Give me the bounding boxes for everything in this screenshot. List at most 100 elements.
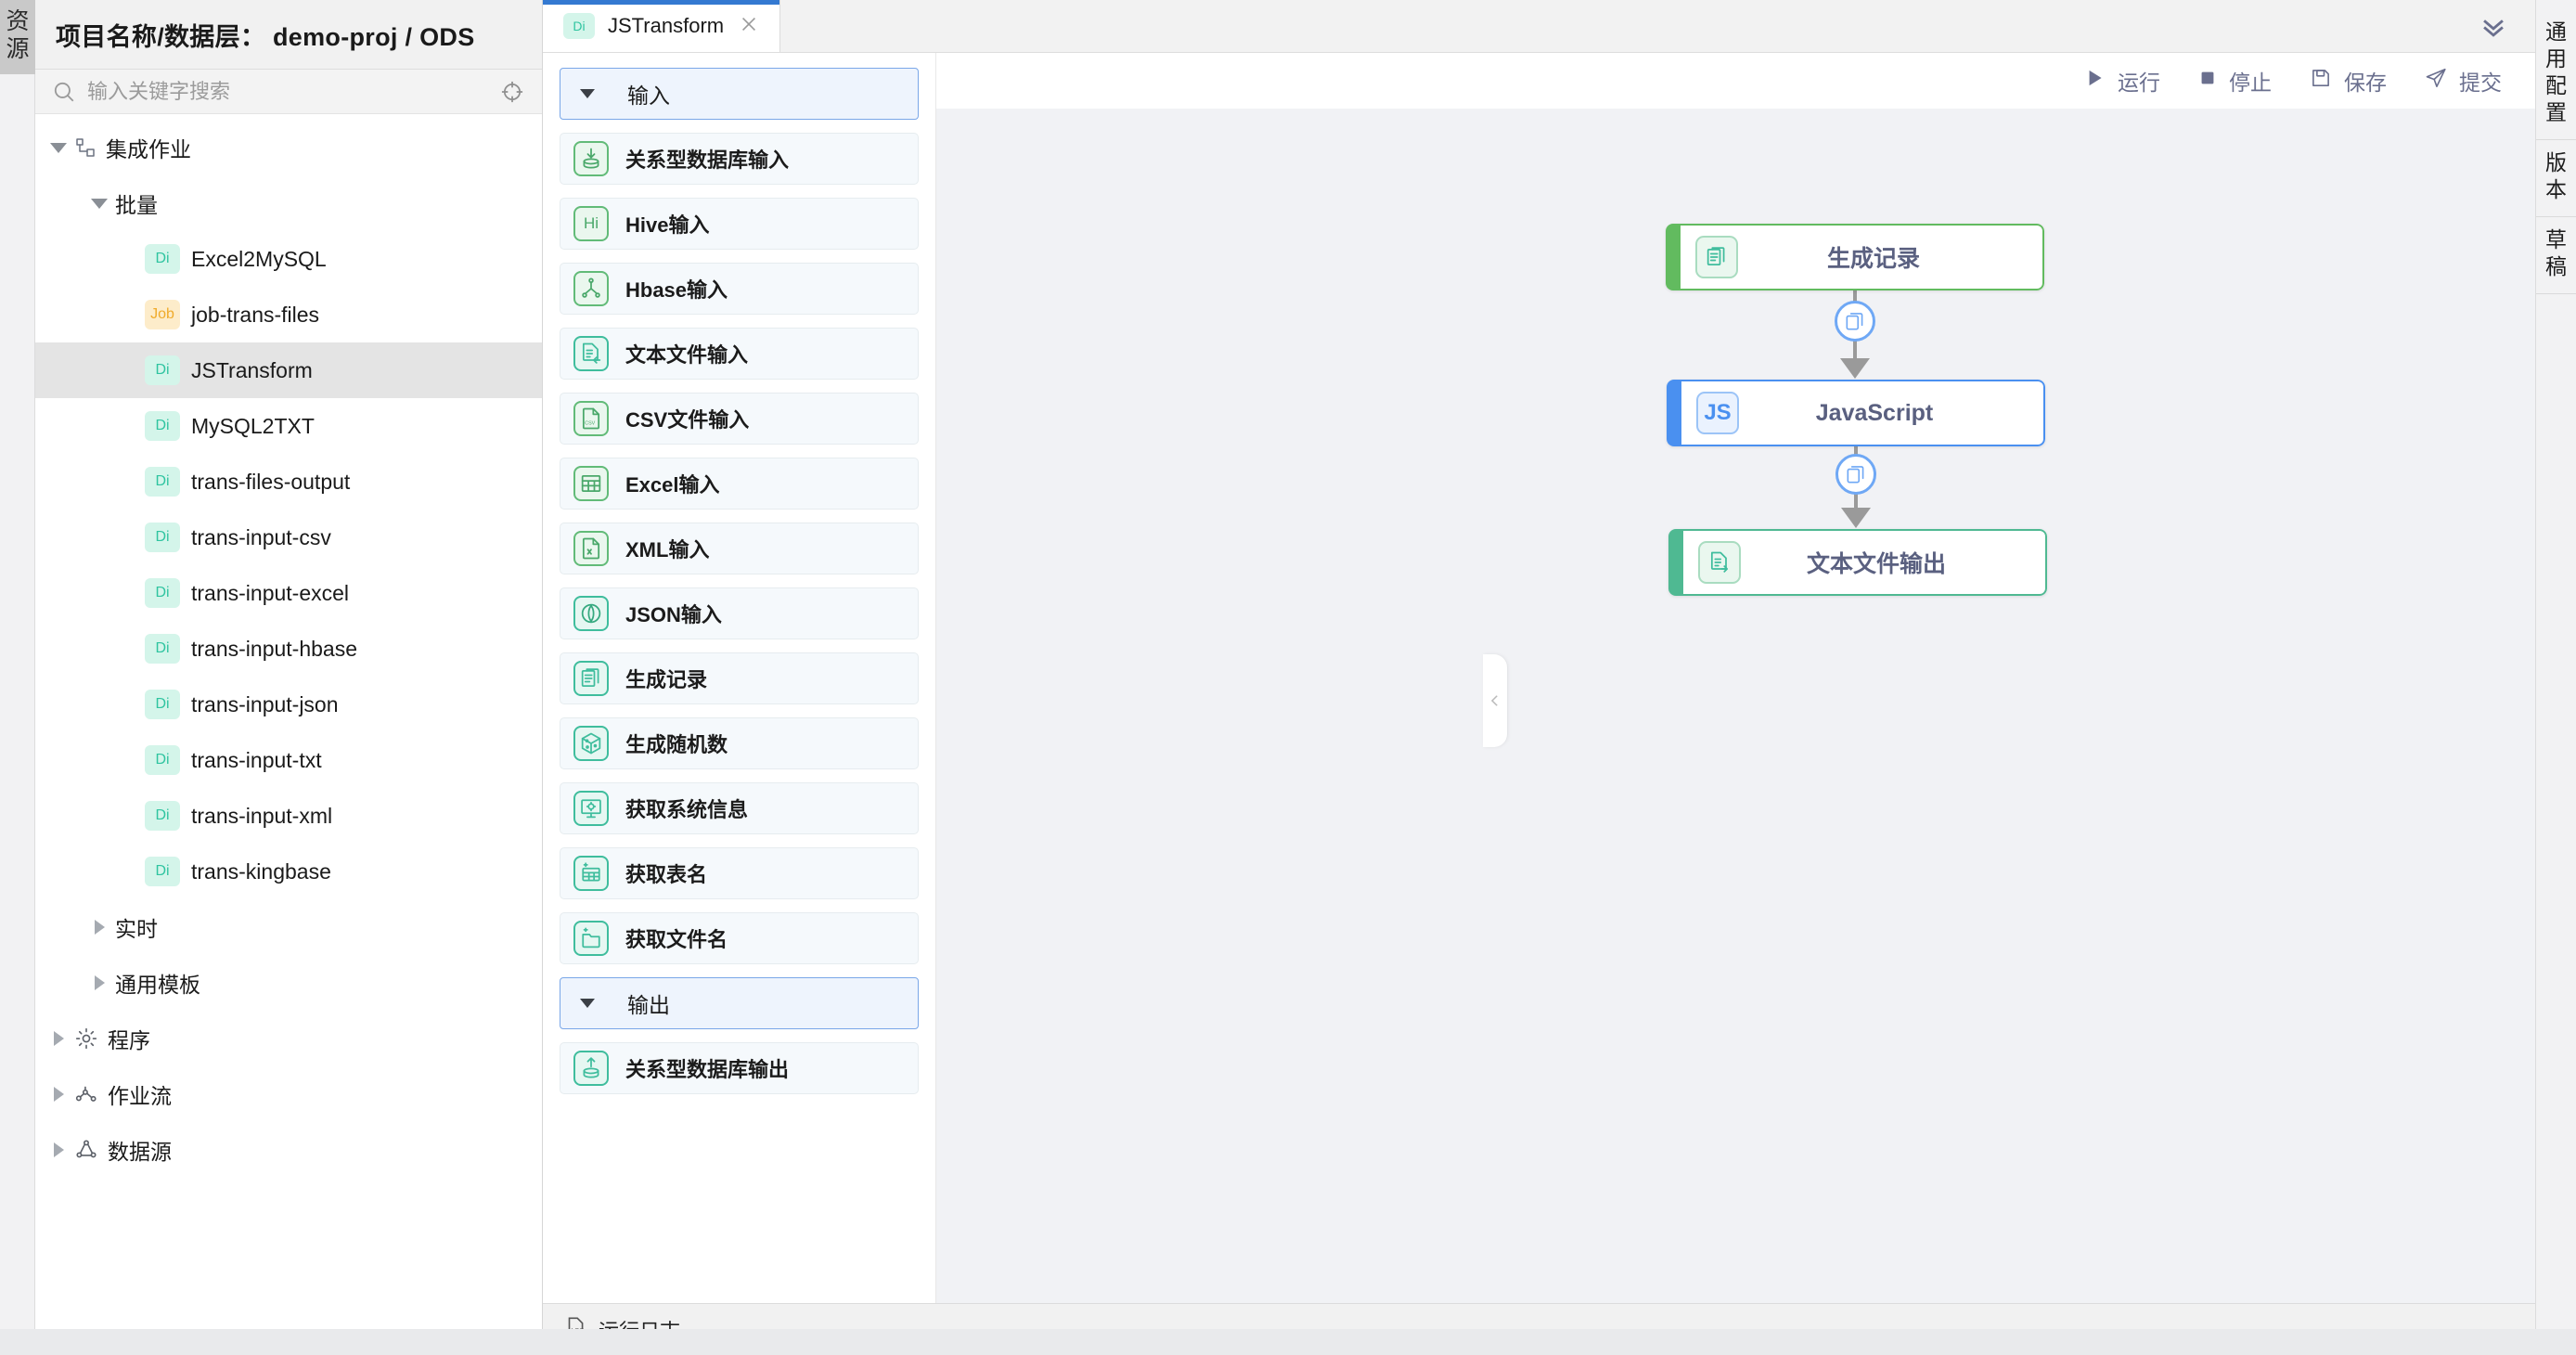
- palette-group-header-output[interactable]: 输出: [560, 977, 919, 1029]
- caret-right-icon[interactable]: [48, 1140, 69, 1160]
- caret-down-icon[interactable]: [48, 137, 69, 158]
- palette-item-label: 文本文件输入: [625, 343, 749, 367]
- toolbar-button-label: 保存: [2344, 71, 2387, 95]
- node-body: 文本文件输出: [1683, 529, 2047, 596]
- tree-item-badge: Di: [145, 244, 180, 274]
- palette-item-json[interactable]: JSON输入: [560, 587, 919, 639]
- tree-item-label: Excel2MySQL: [191, 246, 327, 271]
- tree-item-label: MySQL2TXT: [191, 413, 315, 438]
- tree-item-label: trans-kingbase: [191, 858, 331, 884]
- canvas-node-text-file-out[interactable]: 文本文件输出: [1668, 529, 2047, 596]
- palette-item-dice[interactable]: 生成随机数: [560, 717, 919, 769]
- double-chevron-down-icon[interactable]: [2452, 0, 2535, 52]
- tree-item-badge: Di: [145, 690, 180, 719]
- search-input[interactable]: [87, 79, 488, 104]
- toolbar-button-submit-paperplane[interactable]: 提交: [2424, 65, 2502, 97]
- canvas-toolbar: 运行 停止 保存 提交: [936, 53, 2535, 109]
- tree-item-excel2mysql[interactable]: Di Excel2MySQL: [35, 231, 542, 287]
- palette-item-system-info[interactable]: 获取系统信息: [560, 782, 919, 834]
- submit-paperplane-icon: [2424, 66, 2448, 96]
- caret-down-icon[interactable]: [577, 84, 598, 104]
- palette-item-xml-file[interactable]: XML输入: [560, 523, 919, 574]
- left-rail-tab-resources[interactable]: 资源: [0, 0, 35, 74]
- left-rail-tab-label: 资源: [6, 8, 30, 62]
- palette-item-hbase[interactable]: Hbase输入: [560, 263, 919, 315]
- tree-item-mysql2txt[interactable]: Di MySQL2TXT: [35, 398, 542, 454]
- tree-item--[interactable]: 批量: [35, 175, 542, 231]
- tree-item--[interactable]: 作业流: [35, 1066, 542, 1122]
- palette-item-database-upload[interactable]: 关系型数据库输出: [560, 1042, 919, 1094]
- xml-file-icon: [573, 531, 609, 566]
- tree-item--[interactable]: 集成作业: [35, 120, 542, 175]
- tree-item--[interactable]: 通用模板: [35, 955, 542, 1011]
- tab-bar-spacer: [780, 0, 2452, 52]
- copy-rows-icon[interactable]: [1835, 300, 1875, 342]
- tree-item-trans-kingbase[interactable]: Di trans-kingbase: [35, 844, 542, 899]
- palette-item-database-download[interactable]: 关系型数据库输入: [560, 133, 919, 185]
- right-rail-item-0[interactable]: 通用配置: [2535, 9, 2576, 140]
- palette-item-label: Hive输入: [625, 213, 710, 237]
- toolbar-button-stop[interactable]: 停止: [2197, 65, 2272, 97]
- toolbar-button-play[interactable]: 运行: [2082, 65, 2160, 97]
- tree-item-label: trans-files-output: [191, 469, 351, 494]
- palette-group-header-input[interactable]: 输入: [560, 68, 919, 120]
- right-rail-item-1[interactable]: 版本: [2535, 140, 2576, 217]
- play-icon: [2082, 66, 2106, 96]
- palette-item-excel-grid[interactable]: Excel输入: [560, 458, 919, 510]
- canvas-node-generate-records[interactable]: 生成记录: [1666, 224, 2044, 290]
- caret-right-icon[interactable]: [89, 973, 109, 993]
- caret-right-icon[interactable]: [48, 1084, 69, 1104]
- crosshair-target-icon[interactable]: [499, 79, 525, 105]
- palette-item-file-name[interactable]: 获取文件名: [560, 912, 919, 964]
- node-title: 文本文件输出: [1806, 551, 1946, 577]
- caret-right-icon[interactable]: [89, 917, 109, 937]
- tab-jstransform[interactable]: Di JSTransform: [543, 0, 781, 52]
- left-vertical-rail: 资源: [0, 0, 35, 1355]
- palette-group-label: 输出: [627, 993, 670, 1017]
- tree-item-badge: Di: [145, 467, 180, 497]
- caret-down-icon[interactable]: [89, 193, 109, 213]
- right-rail-item-2[interactable]: 草稿: [2535, 217, 2576, 294]
- tree-item-label: 程序: [108, 1028, 150, 1052]
- palette-item-generate-records[interactable]: 生成记录: [560, 652, 919, 704]
- tree-item-badge: Di: [145, 411, 180, 441]
- tree-item--[interactable]: 程序: [35, 1011, 542, 1066]
- tree-item--[interactable]: 数据源: [35, 1122, 542, 1178]
- palette-item-label: 获取表名: [625, 863, 708, 886]
- toolbar-button-save[interactable]: 保存: [2309, 65, 2387, 97]
- tree-item-trans-files-output[interactable]: Di trans-files-output: [35, 454, 542, 510]
- tree-item-label: 批量: [115, 193, 158, 217]
- tree-item-label: 实时: [115, 917, 158, 941]
- close-icon[interactable]: [739, 14, 759, 39]
- palette-item-text-file-in[interactable]: 文本文件输入: [560, 328, 919, 380]
- caret-down-icon[interactable]: [577, 993, 598, 1013]
- palette-item-table-name[interactable]: 获取表名: [560, 847, 919, 899]
- save-icon: [2309, 66, 2333, 96]
- datasource-icon: [74, 1138, 98, 1162]
- tree-item-badge: Di: [145, 857, 180, 886]
- copy-rows-icon[interactable]: [1835, 454, 1876, 496]
- right-rail-item-label: 版本: [2545, 150, 2567, 201]
- sidebar-header: 项目名称/数据层： demo-proj / ODS: [35, 0, 542, 70]
- table-name-icon: [573, 856, 609, 891]
- caret-right-icon[interactable]: [48, 1028, 69, 1049]
- palette-item-label: 关系型数据库输出: [625, 1058, 790, 1081]
- tree-item-badge: Job: [145, 300, 180, 329]
- tree-item--[interactable]: 实时: [35, 899, 542, 955]
- palette-collapse-handle[interactable]: [1483, 654, 1507, 747]
